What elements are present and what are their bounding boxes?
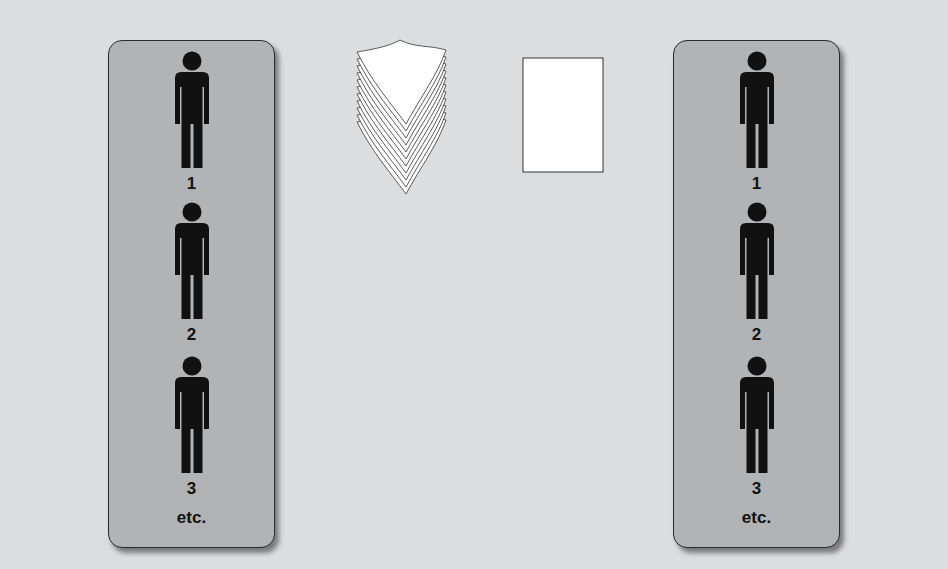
person-figure: [175, 203, 209, 320]
group-panel: 1 2 3 etc.: [673, 40, 840, 548]
person-figure: [740, 52, 774, 169]
figure-number: 2: [674, 325, 839, 345]
figure-number: etc.: [109, 508, 274, 528]
blank-sheet: [523, 58, 603, 172]
person-figure: [740, 357, 774, 474]
group-panel: 1 2 3 etc.: [108, 40, 275, 548]
figure-number: 2: [109, 325, 274, 345]
paper-sheet: [357, 40, 446, 124]
person-figure: [175, 357, 209, 474]
figure-number: 1: [109, 174, 274, 194]
paper-stack: [357, 40, 446, 194]
person-figure: [740, 203, 774, 320]
person-figure: [175, 52, 209, 169]
figure-number: etc.: [674, 508, 839, 528]
figure-number: 3: [109, 479, 274, 499]
figure-number: 3: [674, 479, 839, 499]
figure-number: 1: [674, 174, 839, 194]
